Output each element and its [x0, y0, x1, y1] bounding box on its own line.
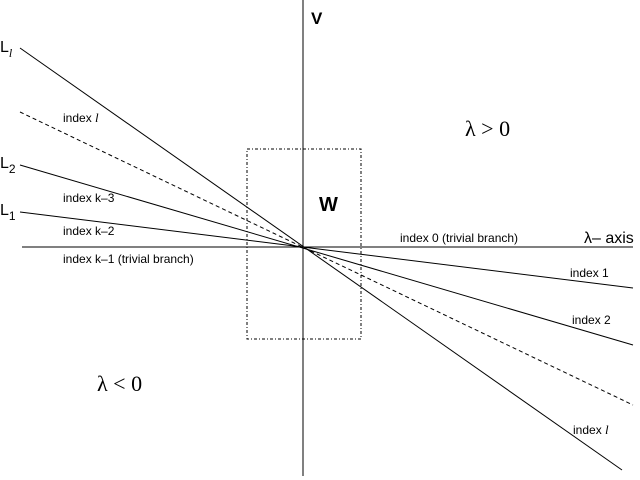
- neighborhood-box: [246, 148, 362, 340]
- lambda-positive-label: λ > 0: [465, 116, 510, 141]
- left-index-l-prefix: index: [63, 111, 95, 125]
- left-index-l-label: index l: [63, 110, 99, 125]
- branch-line-1: [19, 211, 634, 289]
- right-index-l-italic: l: [605, 422, 609, 437]
- label-l2-base: L: [0, 155, 9, 172]
- right-index-l-label: index l: [573, 422, 609, 437]
- branch-line-dashed: [19, 111, 634, 406]
- lambda-negative-label: λ < 0: [97, 371, 142, 396]
- label-l-top: Ll: [0, 39, 13, 60]
- left-index-l-italic: l: [95, 110, 99, 125]
- right-index-1-label: index 1: [570, 266, 609, 280]
- label-l1: L1: [0, 202, 16, 223]
- left-index-k3-label: index k–3: [63, 191, 115, 205]
- branch-line-l: [19, 47, 623, 471]
- label-l1-sub: 1: [9, 209, 16, 223]
- box-w-label: W: [319, 194, 338, 216]
- lambda-axis-label: λ– axis: [584, 230, 634, 247]
- left-index-k2-label: index k–2: [63, 224, 115, 238]
- right-index-2-label: index 2: [572, 313, 611, 327]
- right-index-l-prefix: index: [573, 423, 605, 437]
- label-l2: L2: [0, 155, 16, 176]
- left-index-k1-label: index k–1 (trivial branch): [63, 252, 194, 266]
- branch-line-2: [19, 164, 634, 346]
- label-l-top-sub: l: [9, 46, 13, 60]
- label-l-top-base: L: [0, 39, 9, 56]
- right-index-0-label: index 0 (trivial branch): [400, 231, 518, 245]
- v-axis-label: V: [311, 9, 323, 28]
- label-l1-base: L: [0, 202, 9, 219]
- label-l2-sub: 2: [9, 162, 16, 176]
